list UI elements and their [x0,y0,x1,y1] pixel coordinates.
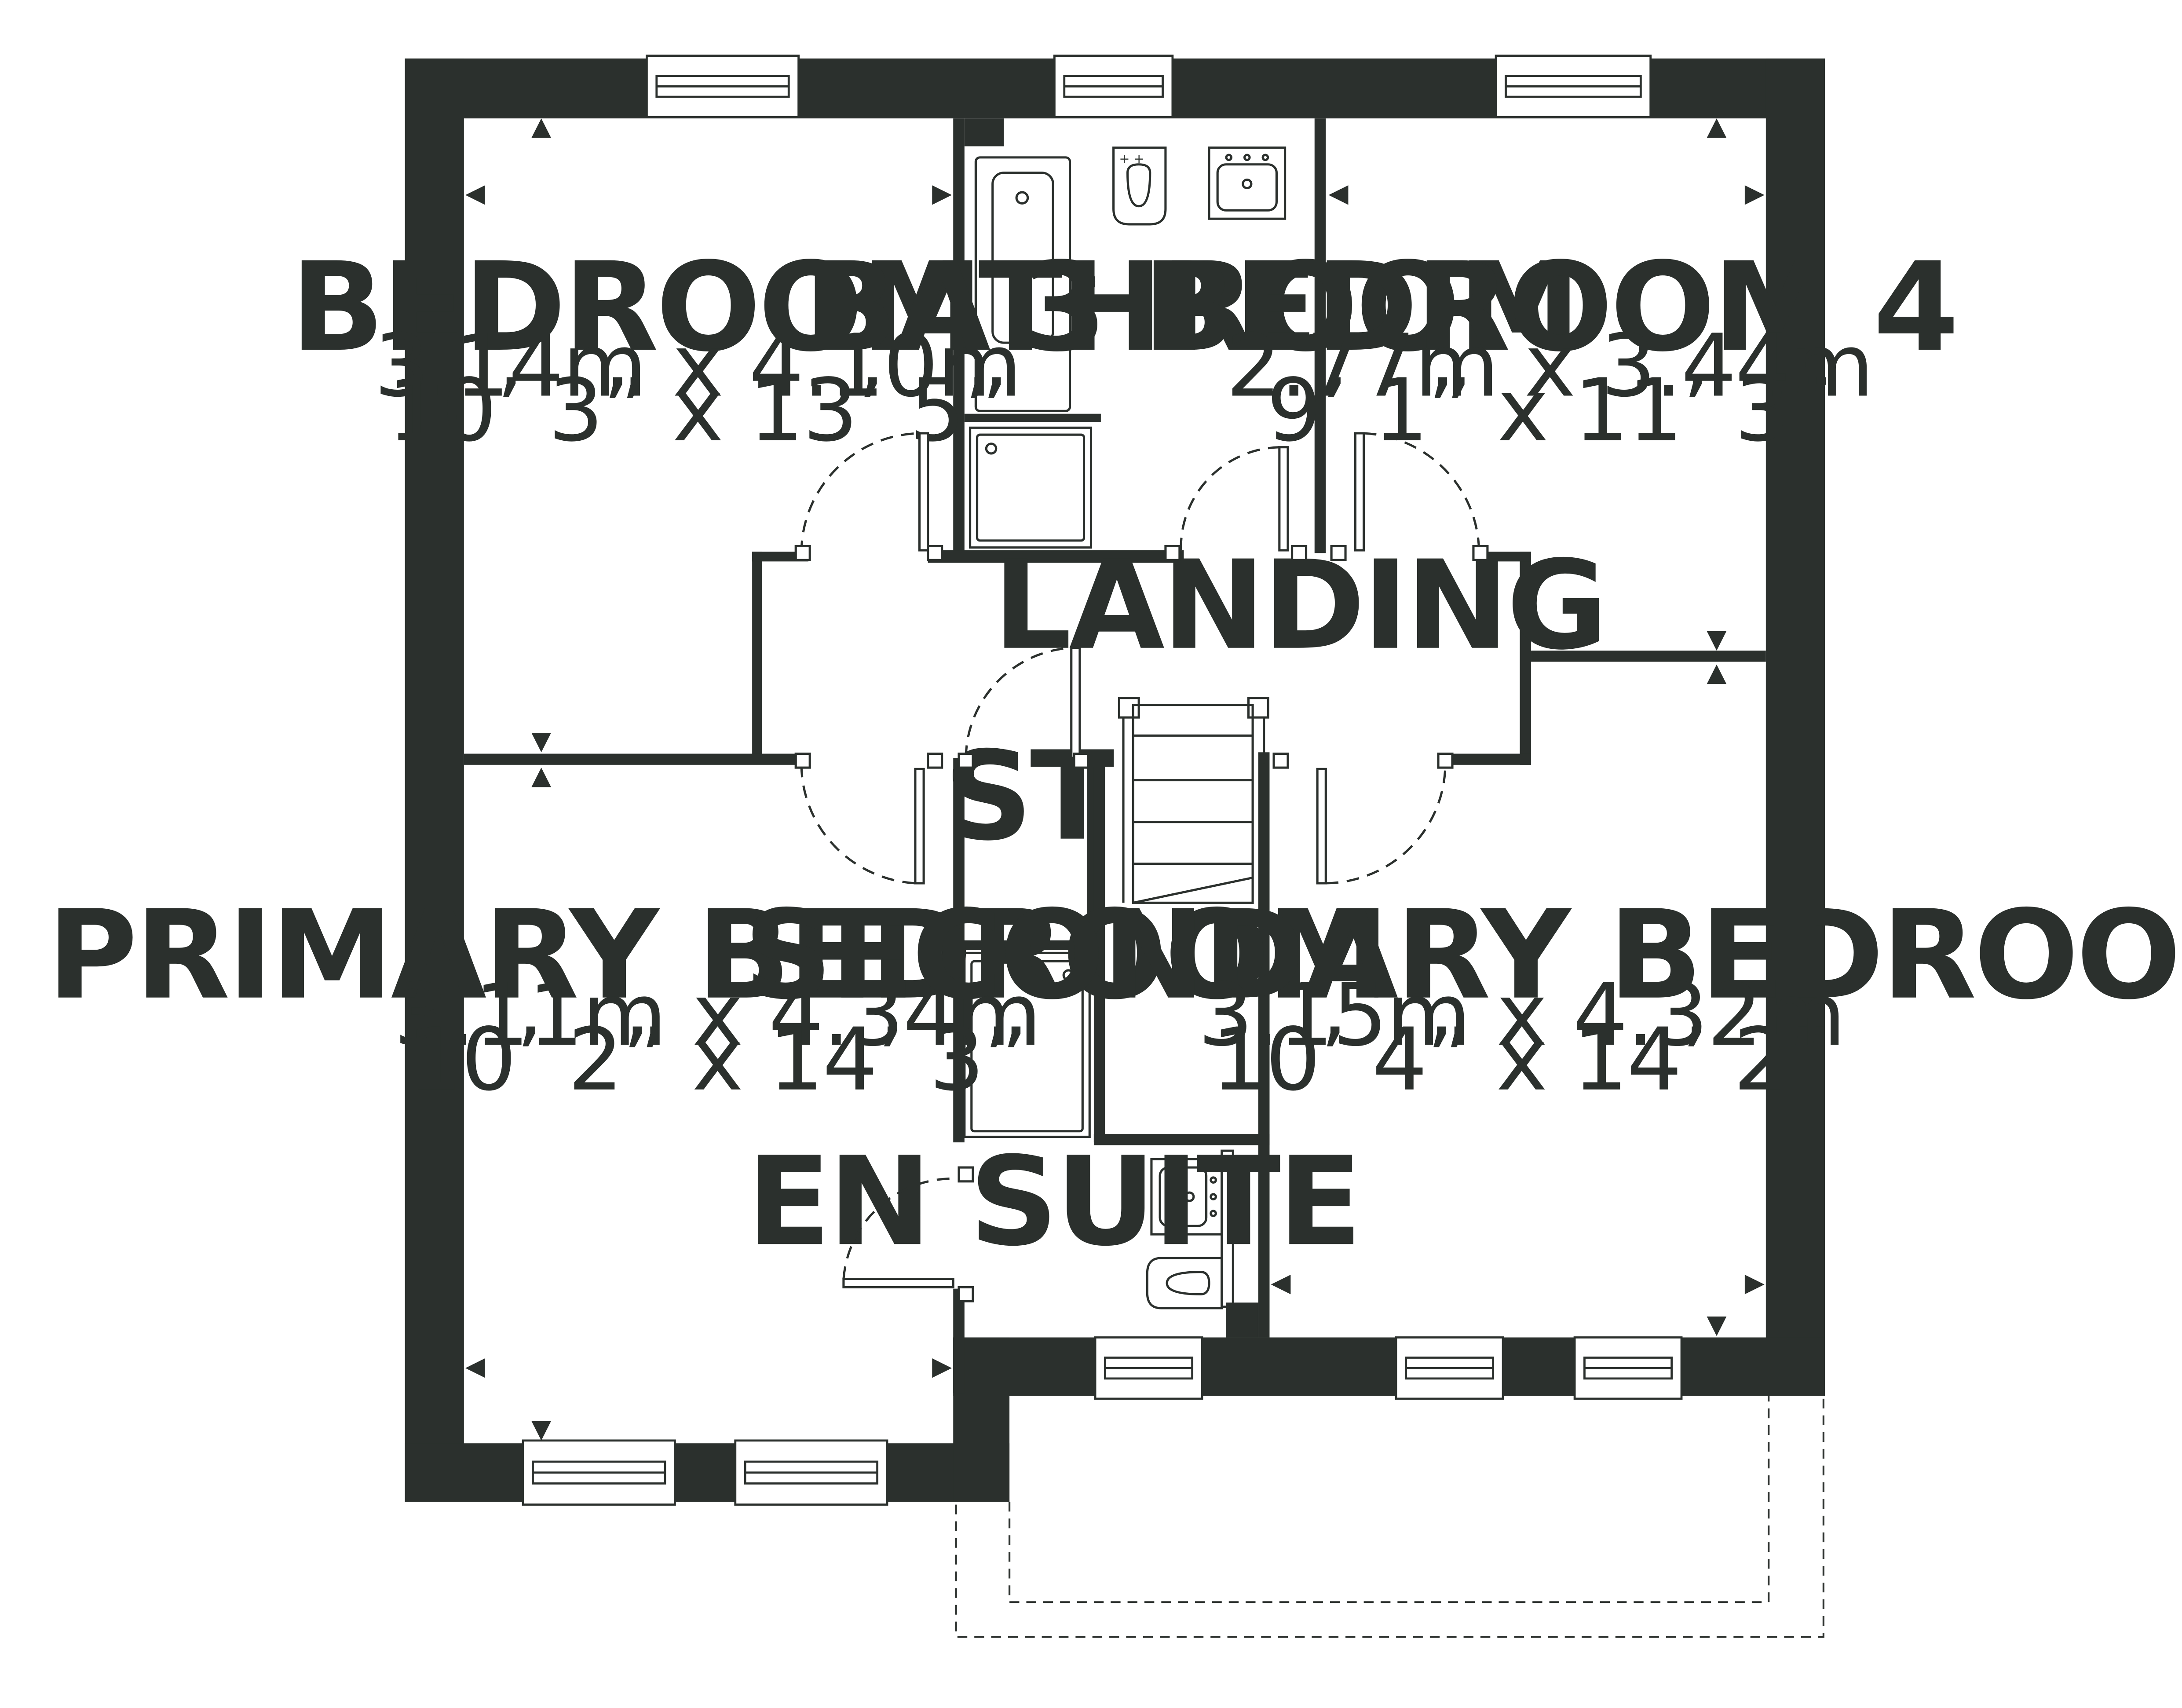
toilet-ensuite [1146,1257,1223,1309]
door-jambs [794,545,1489,1302]
room-dim-metric-primary: 3.11m x 4.34m [394,965,1040,1065]
window-bathroom [1053,55,1174,118]
wall-bath-shower-divider [964,413,1101,422]
wall-stair-right [1258,752,1270,1338]
room-label-bedroom3: BEDROOM 3 [290,236,1104,379]
dim-arrow-bedroom3-right [932,185,952,205]
dim-arrow-primary-right [932,1358,952,1378]
window-primary-2 [734,1439,888,1506]
wall-bed3-landing-top [752,552,808,562]
room-label-store: ST [944,725,1115,868]
door-secondary [1316,764,1447,885]
room-dim-imperial-secondary: 10’ 4” x 14’ 2” [1211,1009,1831,1110]
svg-text:+ +: + + [1119,151,1144,166]
door-primary [800,764,925,885]
wall-bottom-left [405,1443,1010,1502]
dim-arrow-primary-bottom [531,1421,552,1441]
room-label-secondary: SECONDARY BEDROOM [744,884,2182,1027]
window-ensuite [1094,1336,1203,1400]
wall-stair-left [1093,752,1105,1143]
wall-ensuite-right-lower [1226,1302,1258,1338]
door-bedroom3 [800,432,929,553]
window-secondary-2 [1573,1336,1683,1400]
staircase [1118,697,1269,904]
wall-right [1765,59,1825,1396]
dim-arrow-bedroom4-bottom [1707,631,1727,651]
wall-landing-bed4-right-top [1476,552,1531,562]
wall-stair-bottom [1093,1134,1270,1145]
dim-arrow-bedroom3-bottom [531,732,552,753]
shower-tray-bathroom [969,426,1093,549]
window-bedroom3 [646,55,800,118]
dim-arrow-bedroom3-left [465,185,485,205]
wall-landing-bed4-right [1520,552,1531,765]
wall-bed3-landing [752,552,762,764]
window-bedroom4 [1495,55,1652,118]
room-label-primary: PRIMARY BEDROOM [47,884,1387,1027]
room-label-bathroom: BATHROOM [804,236,1578,379]
wall-bath-landing [928,550,1184,563]
room-label-bedroom4: BEDROOM 4 [1142,236,1956,379]
dim-arrow-bedroom3-top [531,118,552,138]
shower-tray-ensuite [963,951,1091,1138]
basin-bathroom [1208,146,1287,220]
room-dim-imperial-primary: 10’ 2” x 14’ 3” [407,1009,1027,1110]
toilet-bathroom: + + [1112,146,1167,226]
dim-arrow-secondary-left [1271,1274,1291,1295]
wall-bed4-secondary [1531,651,1766,662]
basin-ensuite [1150,1158,1223,1236]
window-primary-1 [522,1439,676,1506]
dim-arrow-bedroom4-right [1744,185,1765,205]
dim-arrow-primary-left [465,1358,485,1378]
porch-outline [955,1396,1824,1638]
dim-arrow-secondary-bottom [1707,1317,1727,1336]
door-bathroom [1180,446,1289,552]
room-dim-imperial-bedroom3: 10’ 3” x 13’ 5” [387,360,1007,461]
wall-bath-bed4 [1314,118,1326,553]
room-dim-metric-bedroom4: 2.77m x 3.44m [1226,315,1872,416]
room-dim-metric-secondary: 3.15m x 4.32m [1198,965,1844,1065]
wall-landing-secondary-bottom [1445,753,1531,765]
room-label-ensuite: EN SUITE [746,1131,1360,1273]
door-bedroom4 [1354,432,1480,553]
wall-bed3-primary [464,753,802,765]
door-ensuite [842,1177,954,1289]
room-dim-imperial-bedroom4: 9’ 1” x 11’ 3” [1266,360,1832,461]
window-secondary-1 [1395,1336,1504,1400]
wall-bed3-bath [953,118,965,553]
wall-ensuite-left [953,1288,965,1393]
wall-bath-top-nib [964,118,1004,146]
room-dim-metric-bedroom3: 3.14m x 4.10m [374,315,1020,416]
wall-store-bottom [953,940,1098,951]
wall-left [405,59,464,1502]
dim-arrow-secondary-top [1707,664,1727,684]
dim-arrow-primary-top [531,768,552,787]
dim-arrow-bedroom4-left [1328,185,1349,205]
bathtub [974,156,1071,412]
dim-arrow-secondary-right [1744,1274,1765,1295]
dim-arrow-bedroom4-top [1707,118,1727,138]
wall-bottom-right [953,1337,1825,1396]
